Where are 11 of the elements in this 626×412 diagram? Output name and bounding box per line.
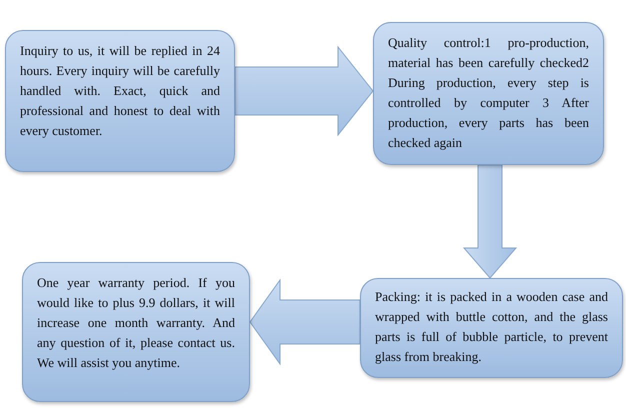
process-box (360, 278, 623, 378)
block-arrow (234, 46, 374, 136)
process-box (5, 30, 235, 172)
block-arrow (462, 164, 518, 279)
box-text: Packing: it is packed in a wooden case and wrapped with buttle cotton, and the glass parts is full of bubble particle, to prevent glass from breaking. (375, 288, 608, 366)
process-box (22, 262, 250, 402)
block-arrow (249, 278, 360, 366)
box-text: One year warranty period. If you would like to plus 9.9 dollars, it will increase one month warranty. And any question of it, please contact us. We will assist you anytime. (37, 274, 235, 372)
box-text: Inquiry to us, it will be replied in 24 hours. Every inquiry will be carefully handled with. Exact, quick and professional and honest to deal with every customer. (20, 42, 220, 140)
process-box (373, 22, 604, 165)
box-text: Quality control:1 pro-production, material has been carefully checked2 During production, every step is controlled by computer 3 After production, every parts has been checked again (388, 34, 589, 152)
